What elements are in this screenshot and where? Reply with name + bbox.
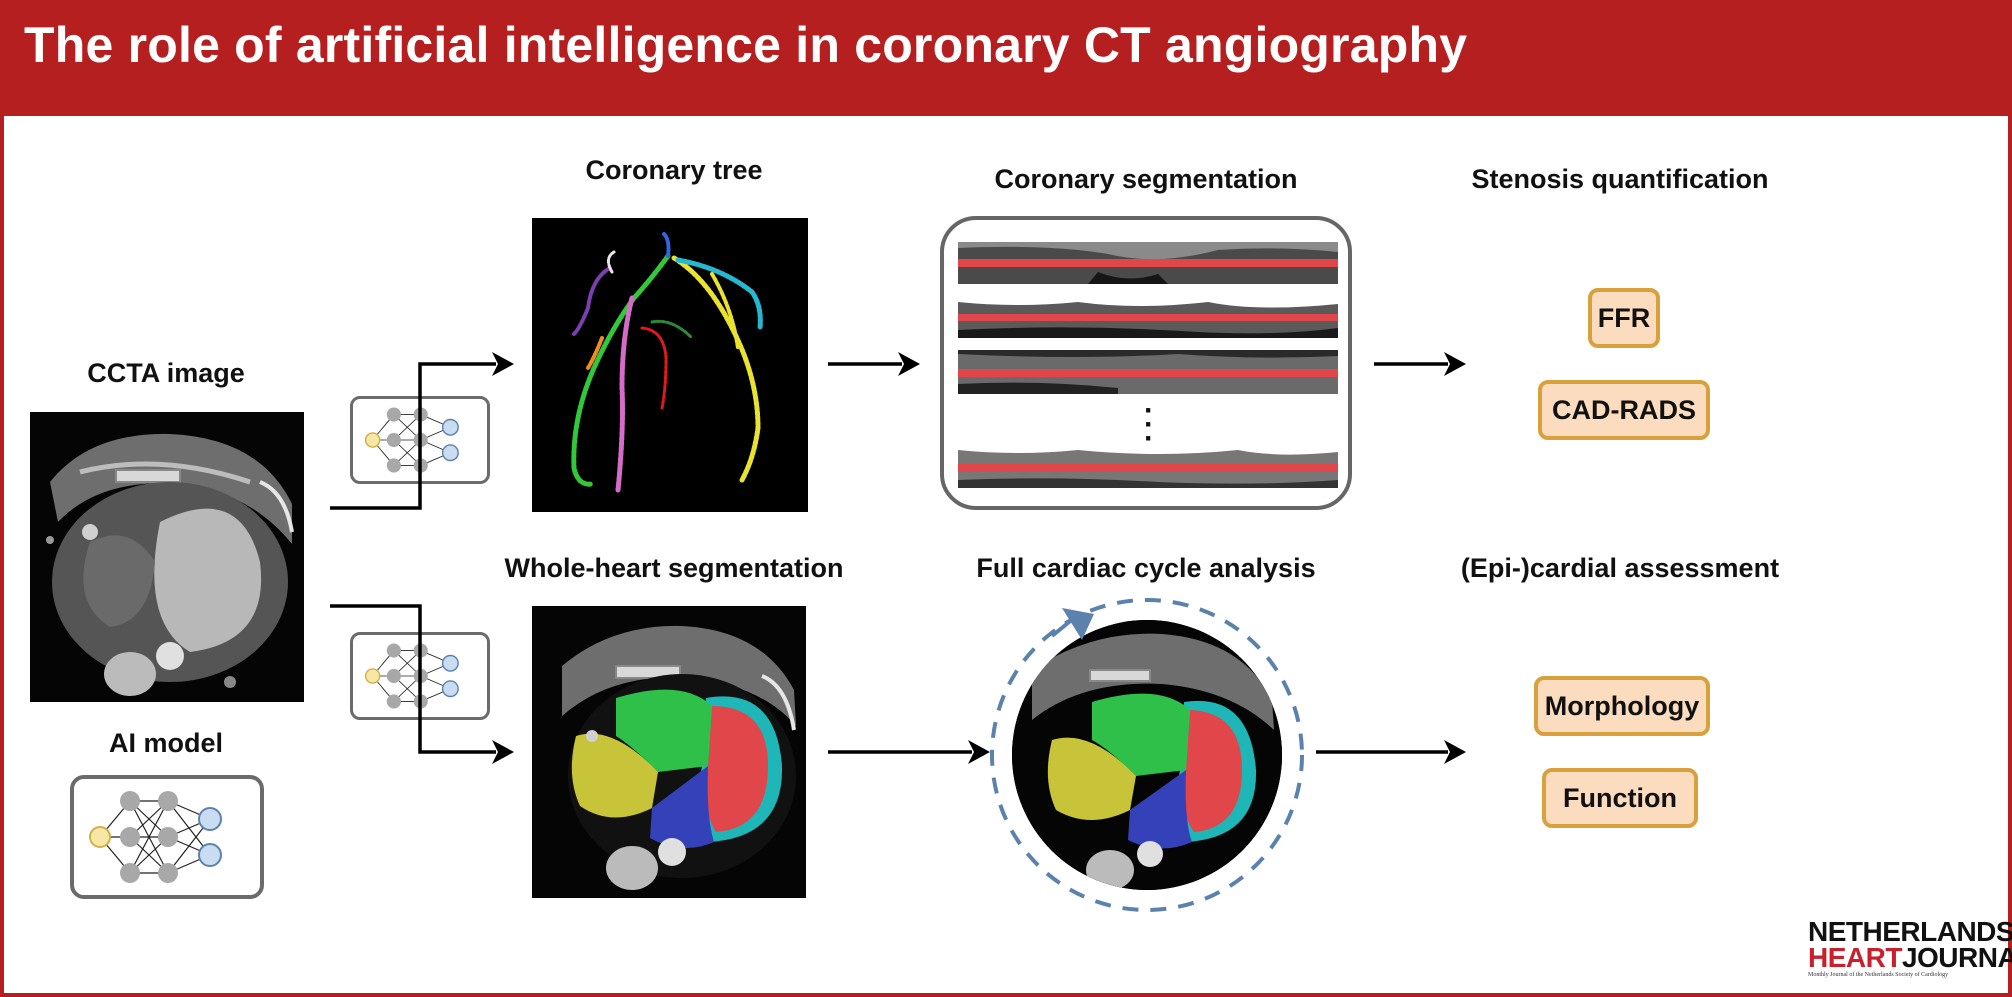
heading-ai-model: AI model bbox=[108, 728, 223, 758]
title-banner: The role of artificial intelligence in c… bbox=[0, 0, 2012, 116]
vessel-strip bbox=[958, 296, 1338, 338]
neural-network-icon bbox=[89, 791, 222, 883]
cardiac-cycle-image bbox=[1012, 620, 1282, 890]
function-box: Function bbox=[1542, 768, 1698, 828]
heading-coronary-tree: Coronary tree bbox=[585, 155, 763, 185]
neural-network-icon bbox=[364, 407, 459, 473]
heading-epicardial-assessment: (Epi-)cardial assessment bbox=[1460, 553, 1780, 583]
vessel-strip bbox=[958, 350, 1338, 394]
ai-model-box bbox=[70, 775, 264, 899]
logo-line1: NETHERLANDS bbox=[1808, 916, 2012, 947]
ffr-box: FFR bbox=[1588, 288, 1660, 348]
figure-title: The role of artificial intelligence in c… bbox=[24, 17, 1468, 73]
heading-stenosis-quantification: Stenosis quantification bbox=[1471, 164, 1769, 194]
ellipsis-dots: ··· bbox=[1144, 394, 1154, 455]
cad-rads-box: CAD-RADS bbox=[1538, 380, 1710, 440]
logo-heart: HEART bbox=[1808, 942, 1902, 973]
heading-ccta-image: CCTA image bbox=[87, 358, 245, 388]
coronary-tree-image bbox=[532, 218, 808, 512]
logo-journal: JOURNAL bbox=[1901, 942, 2012, 973]
morphology-box: Morphology bbox=[1534, 676, 1710, 736]
journal-logo: NETHERLANDS HEARTJOURNAL Monthly Journal… bbox=[1808, 916, 2012, 980]
whole-heart-segmentation-image bbox=[532, 606, 806, 898]
ccta-image bbox=[30, 412, 304, 702]
ai-model-box-whole-heart bbox=[350, 632, 490, 720]
vessel-strip bbox=[958, 242, 1338, 284]
heading-coronary-segmentation: Coronary segmentation bbox=[994, 164, 1298, 194]
ai-model-box-coronary bbox=[350, 396, 490, 484]
heading-whole-heart-segmentation: Whole-heart segmentation bbox=[504, 553, 844, 583]
vessel-strip bbox=[958, 446, 1338, 488]
neural-network-icon bbox=[364, 643, 459, 709]
heading-full-cardiac-cycle: Full cardiac cycle analysis bbox=[976, 553, 1316, 583]
logo-subtitle: Monthly Journal of the Netherlands Socie… bbox=[1808, 972, 1949, 978]
coronary-segmentation-panel: ··· bbox=[940, 216, 1352, 510]
